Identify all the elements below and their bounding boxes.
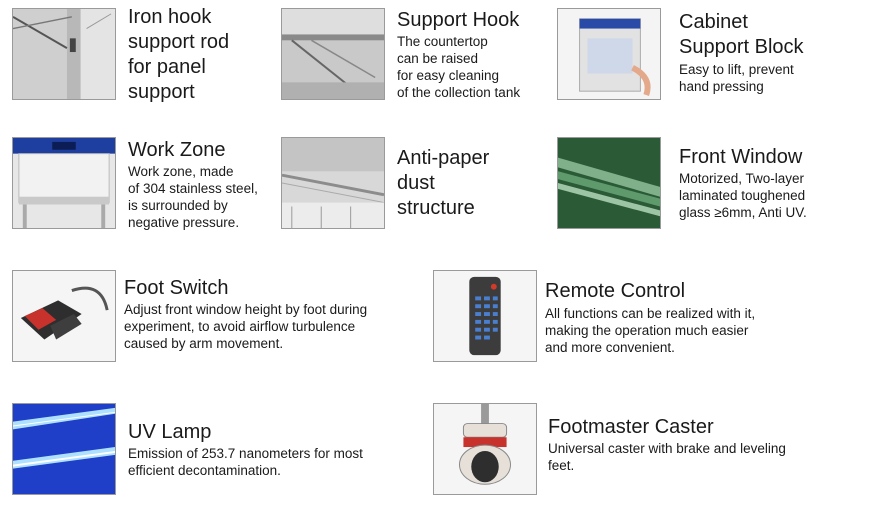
footmaster-caster-description: Universal caster with brake and leveling… [548, 441, 786, 473]
foot-switch-image [12, 270, 116, 362]
work-zone-title: Work Zone [128, 139, 226, 161]
uv-lamp-description: Emission of 253.7 nanometers for most ef… [128, 446, 363, 478]
work-zone-image [12, 137, 116, 229]
remote-control-image [433, 270, 537, 362]
cabinet-support-block-title: Cabinet Support Block [679, 11, 804, 58]
uv-lamp-title: UV Lamp [128, 421, 212, 443]
cabinet-support-block-description: Easy to lift, prevent hand pressing [679, 62, 794, 94]
support-hook-title: Support Hook [397, 9, 520, 31]
iron-hook-title: Iron hook support rod for panel support [128, 6, 230, 103]
footmaster-caster-title: Footmaster Caster [548, 416, 714, 438]
front-window-title: Front Window [679, 146, 803, 168]
cabinet-support-block-image [557, 8, 661, 100]
remote-control-description: All functions can be realized with it, m… [545, 306, 756, 355]
uv-lamp-image [12, 403, 116, 495]
front-window-image [557, 137, 661, 229]
anti-paper-dust-image [281, 137, 385, 229]
footmaster-caster-image [433, 403, 537, 495]
foot-switch-description: Adjust front window height by foot durin… [124, 302, 368, 351]
anti-paper-dust-title: Anti-paper dust structure [397, 147, 490, 219]
iron-hook-image [12, 8, 116, 100]
work-zone-description: Work zone, made of 304 stainless steel, … [128, 164, 258, 230]
foot-switch-title: Foot Switch [124, 277, 229, 299]
support-hook-description: The countertop can be raised for easy cl… [397, 34, 521, 100]
remote-control-title: Remote Control [545, 280, 686, 302]
support-hook-image [281, 8, 385, 100]
front-window-description: Motorized, Two-layer laminated toughened… [679, 171, 807, 220]
